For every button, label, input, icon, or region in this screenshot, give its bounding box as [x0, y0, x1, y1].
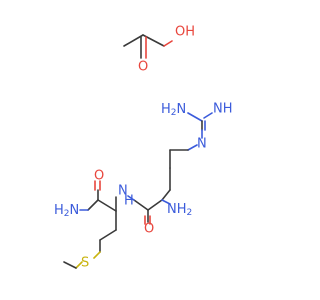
peptide-nh [115, 195, 149, 212]
bond [187, 112, 203, 122]
bond [147, 199, 163, 211]
bond [127, 195, 135, 201]
guanidine-group [187, 112, 213, 151]
bond [187, 144, 198, 151]
atom-n-peptide: N [118, 184, 128, 199]
atom-o: O [138, 60, 148, 75]
bond [99, 229, 117, 241]
methionine-side-chain [63, 210, 117, 269]
methionine-backbone [79, 180, 117, 212]
peptide-carbonyl [144, 209, 151, 225]
bond [97, 199, 117, 212]
acetic-acid [123, 34, 173, 59]
bond [133, 199, 149, 211]
bond [123, 34, 144, 47]
bond [87, 199, 99, 211]
atom-oh: OH [175, 25, 195, 40]
bond [75, 261, 83, 269]
atom-o-peptide: O [144, 222, 154, 237]
bond [163, 40, 173, 47]
bond [93, 251, 101, 259]
atom-o-amide: O [94, 169, 104, 184]
arginine-side-chain [161, 149, 189, 201]
arginine-alpha [147, 199, 171, 211]
atom-nh2-alpha: NH2 [167, 202, 192, 218]
atom-h2n-amide: H2N [54, 203, 79, 219]
bond [161, 189, 171, 201]
atom-nh-guanidine: NH [213, 102, 233, 117]
molecule-canvas: OH O H2N NH N NH2 O N H [54, 25, 233, 271]
atom-h2n-guanidine: H2N [161, 102, 186, 118]
bond [63, 261, 77, 269]
atom-s: S [81, 256, 89, 271]
molecule-structure: OH O H2N NH N NH2 O N H [54, 25, 233, 271]
atom-n-guanidine: N [197, 137, 207, 152]
atom-h-peptide: H [124, 194, 134, 209]
bond [203, 112, 213, 119]
bond [161, 199, 171, 205]
